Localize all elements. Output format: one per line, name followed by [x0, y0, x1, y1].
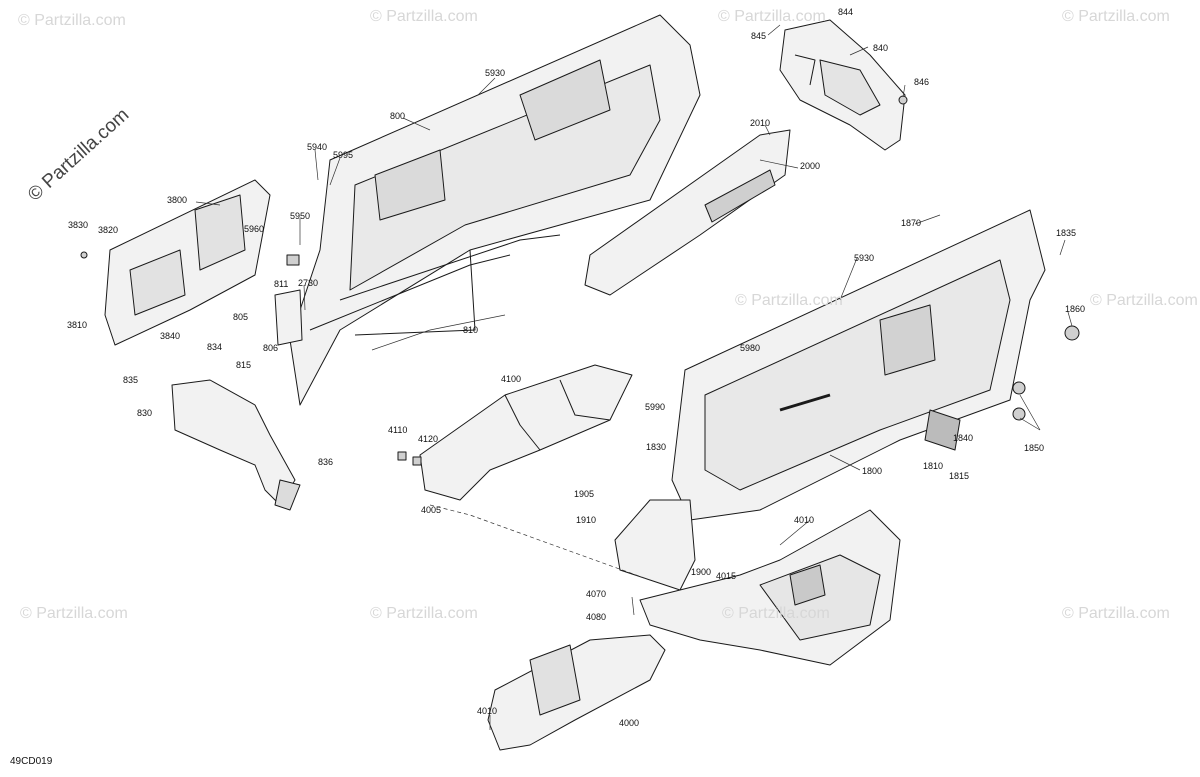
callout-label: 2010	[750, 118, 771, 128]
callout-label: 3830	[68, 220, 89, 230]
watermark-text: © Partzilla.com	[370, 8, 478, 25]
part-840-shield	[779, 19, 906, 151]
watermark-text: © Partzilla.com	[1062, 8, 1170, 25]
watermark-text: © Partzilla.com	[735, 292, 843, 309]
watermark-text: © Partzilla.com	[718, 8, 826, 25]
callout-label: 1860	[1065, 304, 1086, 314]
watermark-text: © Partzilla.com	[18, 12, 126, 29]
watermark-text: © Partzilla.com	[370, 605, 478, 622]
callout-label: 836	[318, 457, 334, 467]
callout-label: 805	[233, 312, 249, 322]
watermark-text: © Partzilla.com	[722, 605, 830, 622]
part-1800-rear-panel	[671, 209, 1046, 521]
callout-label: 1905	[574, 489, 595, 499]
callout-label: 4120	[418, 434, 439, 444]
callout-label: 4110	[388, 425, 408, 435]
callout-label: 4070	[586, 589, 607, 599]
callout-label: 5950	[290, 211, 311, 221]
callout-label: 835	[123, 375, 139, 385]
callout-label: 3820	[98, 225, 119, 235]
callout-label: 5940	[307, 142, 328, 152]
callout-label: 5980	[740, 343, 761, 353]
callout-label: 5960	[244, 224, 265, 234]
part-805-bracket	[274, 289, 303, 346]
part-3800-panel	[104, 179, 271, 346]
callout-label: 834	[207, 342, 223, 352]
callout-label: 5930	[485, 68, 506, 78]
part-4000-console	[487, 509, 901, 751]
callout-label: 844	[838, 7, 854, 17]
callout-label: 810	[463, 325, 479, 335]
callout-label: 800	[390, 111, 406, 121]
callout-label: 806	[263, 343, 279, 353]
watermark-text: © Partzilla.com	[1062, 605, 1170, 622]
callout-label: 1815	[949, 471, 970, 481]
callout-label: 3800	[167, 195, 188, 205]
callout-label: 1810	[923, 461, 944, 471]
callout-label: 1840	[953, 433, 974, 443]
callout-label: 5990	[645, 402, 666, 412]
callout-label: 3810	[67, 320, 88, 330]
callout-label: 2730	[298, 278, 319, 288]
callout-label: 1870	[901, 218, 922, 228]
callout-label: 815	[236, 360, 252, 370]
callout-label: 1850	[1024, 443, 1045, 453]
diagram-code: 49CD019	[10, 756, 53, 767]
callout-label: 4010	[794, 515, 815, 525]
callout-label: 830	[137, 408, 153, 418]
callout-label: 1910	[576, 515, 597, 525]
callout-label: 4005	[421, 505, 442, 515]
callout-label: 5995	[333, 150, 354, 160]
callout-label: 5930	[854, 253, 875, 263]
callout-label: 846	[914, 77, 930, 87]
callout-label: 4010	[477, 706, 498, 716]
callout-label: 2000	[800, 161, 821, 171]
callout-label: 4100	[501, 374, 522, 384]
part-800-panel	[289, 14, 701, 406]
callout-label: 840	[873, 43, 889, 53]
part-4100-cover	[419, 364, 633, 501]
callout-label: 3840	[160, 331, 181, 341]
callout-label: 1830	[646, 442, 667, 452]
callout-label: 4080	[586, 612, 607, 622]
part-1910-bracket	[614, 499, 696, 591]
small-fasteners	[80, 95, 1080, 466]
callout-label: 845	[751, 31, 767, 41]
watermark-text: © Partzilla.com	[1090, 292, 1198, 309]
part-2000-inner-panel	[584, 129, 791, 296]
part-830-bracket	[171, 379, 301, 511]
leader-lines	[195, 24, 1073, 730]
callout-label: 1835	[1056, 228, 1077, 238]
callout-label: 4015	[716, 571, 737, 581]
callout-label: 4000	[619, 718, 640, 728]
callout-label: 1900	[691, 567, 712, 577]
callout-label: 1800	[862, 466, 883, 476]
callout-label: 811	[274, 279, 289, 289]
watermark-text: © Partzilla.com	[20, 605, 128, 622]
